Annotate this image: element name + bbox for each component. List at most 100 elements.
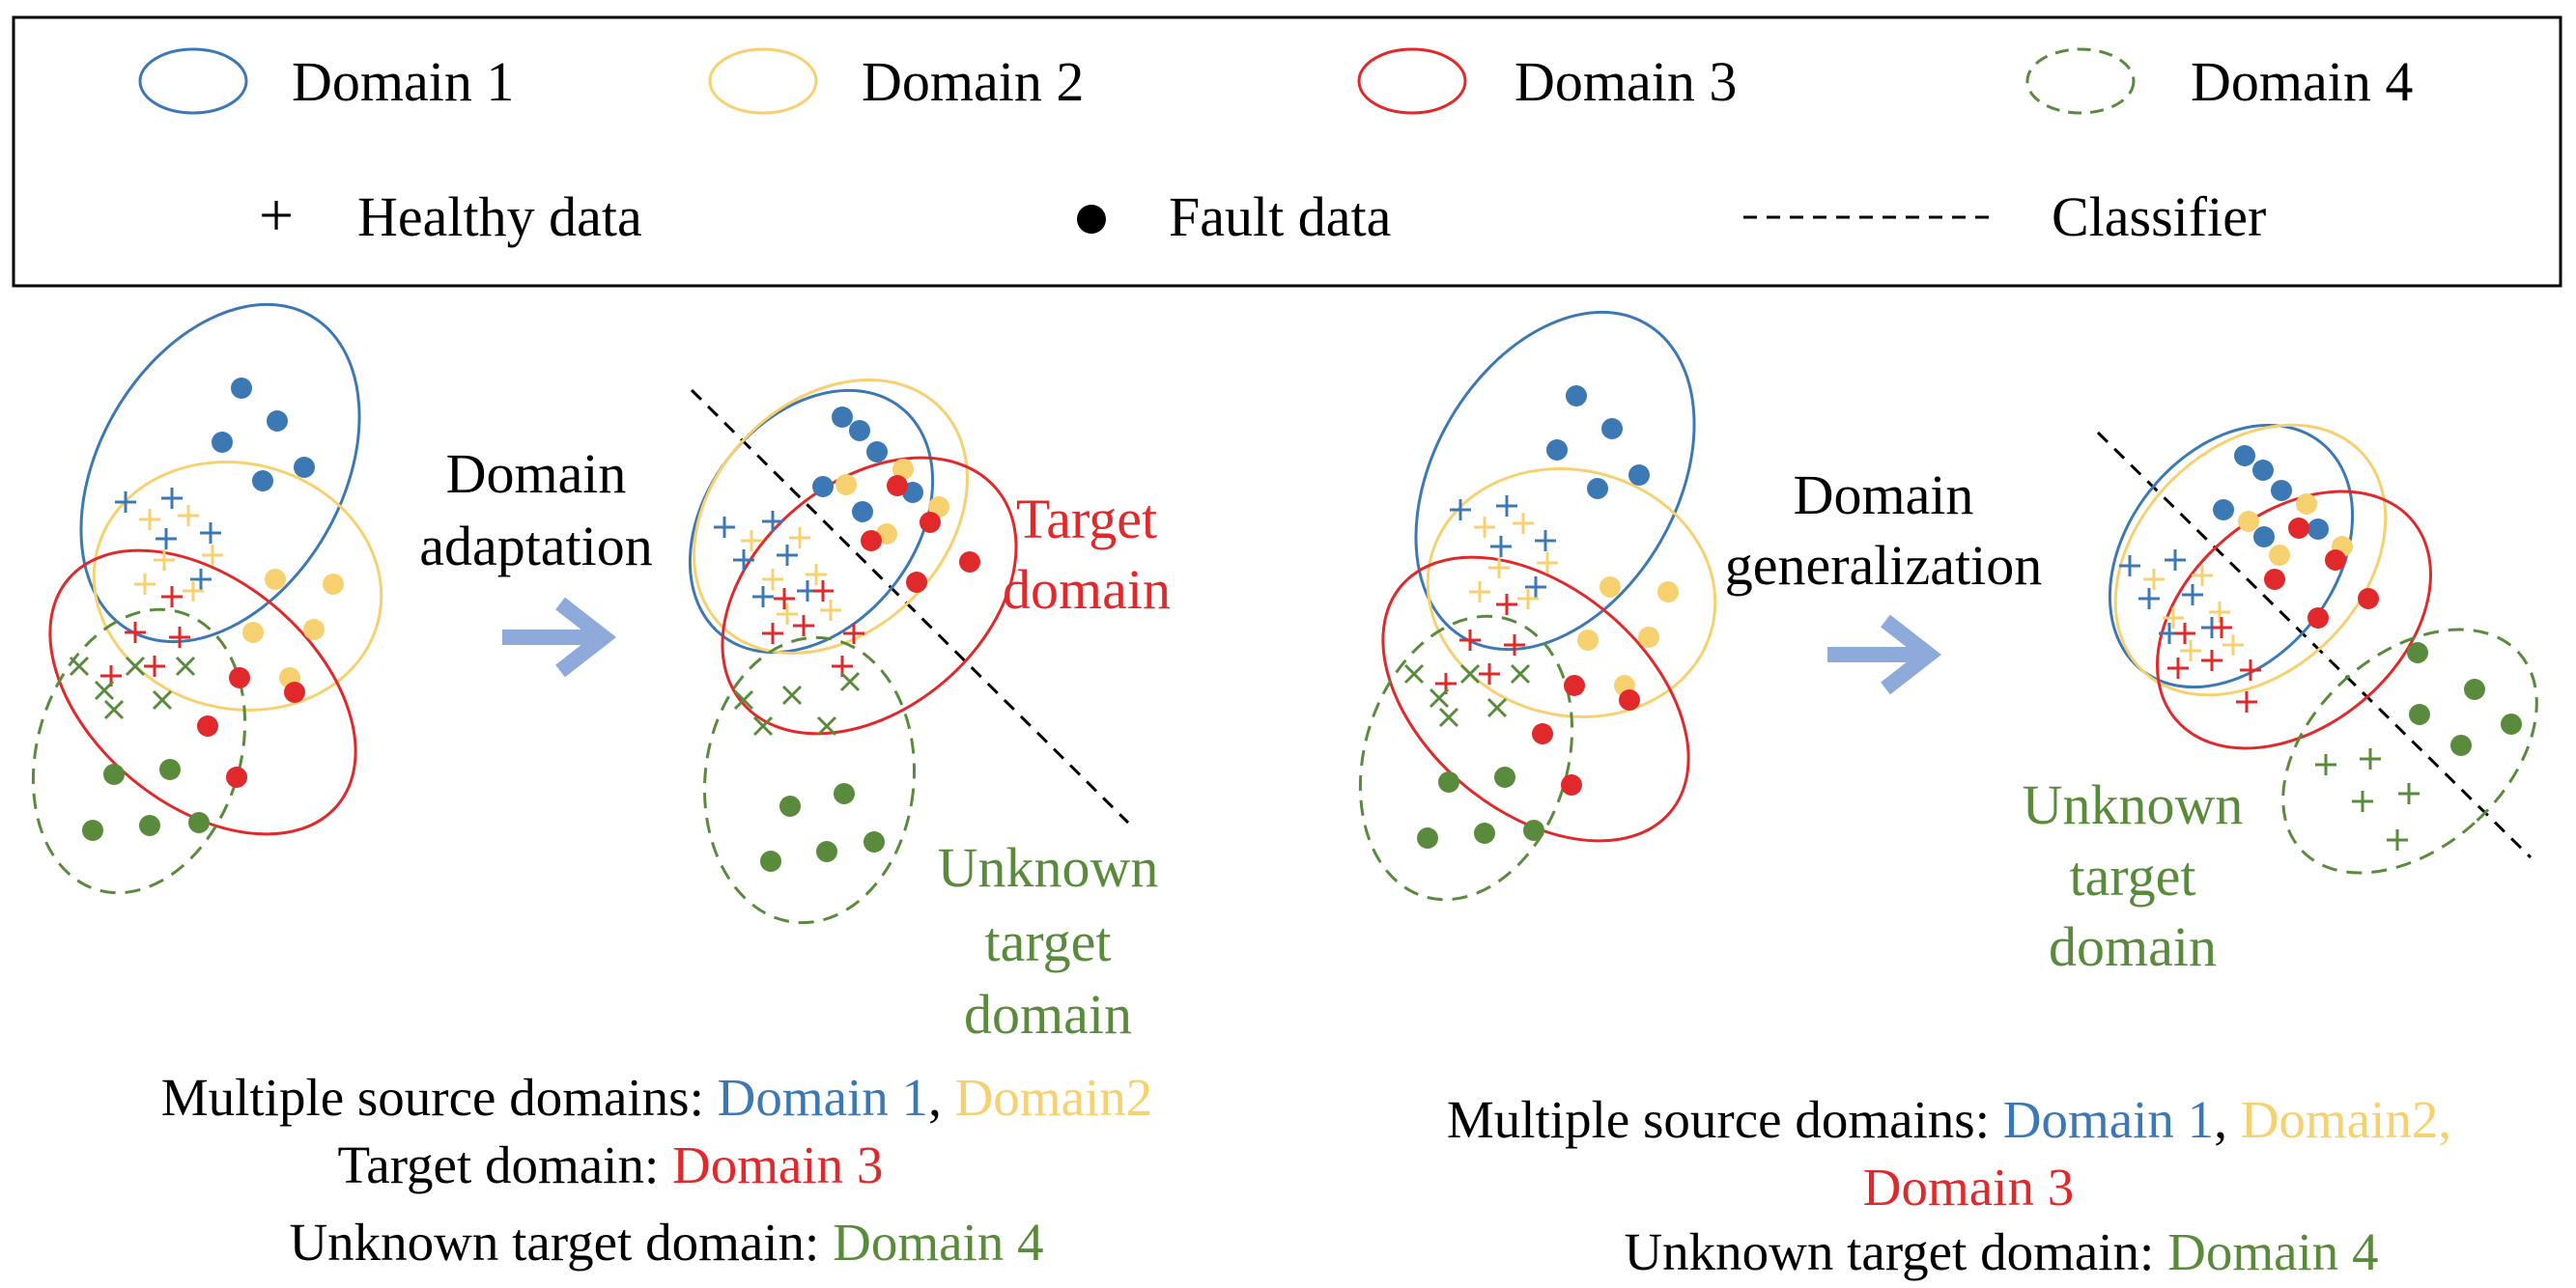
healthy-data-point-domain4 <box>733 689 754 711</box>
healthy-data-point-domain4 <box>752 715 774 737</box>
adaptation-source-cluster <box>31 302 383 895</box>
healthy-data-point-domain2 <box>2180 640 2201 661</box>
fault-data-point-domain1 <box>2234 445 2255 466</box>
fault-data-point-domain4 <box>760 851 781 872</box>
fault-data-point-domain1 <box>294 457 315 478</box>
healthy-data-point-domain2 <box>777 603 798 625</box>
healthy-data-point-domain2 <box>1469 581 1490 602</box>
healthy-data-point-domain4 <box>2315 754 2336 775</box>
healthy-data-point-domain3 <box>169 627 190 648</box>
healthy-data-point-domain1 <box>1535 530 1556 551</box>
fault-data-point-domain1 <box>1566 385 1587 406</box>
healthy-data-point-domain4 <box>2387 829 2408 851</box>
legend-frame <box>12 15 2562 288</box>
fault-data-point-domain3 <box>1564 675 1585 696</box>
fault-data-point-domain4 <box>2501 714 2522 735</box>
healthy-data-point-domain4 <box>152 689 173 711</box>
healthy-data-point-domain2 <box>2222 634 2244 656</box>
gen-res-domain2-ellipse <box>2113 423 2388 697</box>
healthy-data-point-domain2 <box>741 530 762 551</box>
legend-classifier-label: Classifier <box>2052 185 2266 248</box>
fault-data-point-domain2 <box>265 569 286 590</box>
gen-src-domain1-ellipse <box>1414 310 1696 652</box>
healthy-data-point-domain4 <box>1403 663 1425 685</box>
healthy-data-point-domain4 <box>69 656 90 677</box>
healthy-data-point-domain1 <box>1525 576 1546 598</box>
healthy-data-point-domain4 <box>1510 663 1531 685</box>
fault-data-point-domain3 <box>959 551 980 573</box>
fault-data-point-domain3 <box>906 572 927 593</box>
adaptation-target-label-line2: domain <box>1003 558 1171 621</box>
generalization-caption-sources: Multiple source domains: Domain 1, Domai… <box>1447 1090 2451 1149</box>
fault-data-point-domain3 <box>2358 588 2379 609</box>
healthy-data-point-domain3 <box>812 580 834 602</box>
healthy-data-point-domain3 <box>125 622 146 643</box>
fault-data-point-domain4 <box>816 841 837 862</box>
healthy-data-point-domain1 <box>762 511 783 532</box>
healthy-data-point-domain4 <box>1459 663 1481 685</box>
healthy-data-point-domain3 <box>1504 634 1525 656</box>
legend-domain2-label: Domain 2 <box>862 50 1084 113</box>
fault-data-point-domain1 <box>1628 464 1650 486</box>
fault-data-point-domain4 <box>834 783 855 804</box>
healthy-data-point-domain4 <box>839 671 861 692</box>
adaptation-unknown-label-line2: target <box>985 910 1112 973</box>
fault-data-point-domain3 <box>920 512 941 533</box>
fault-data-point-domain4 <box>1523 820 1544 841</box>
fault-data-point-domain3 <box>229 667 250 688</box>
adaptation-unknown-label-line1: Unknown <box>938 836 1159 899</box>
legend-domain4-ellipse <box>2025 47 2136 115</box>
healthy-data-point-domain3 <box>1479 663 1500 685</box>
healthy-data-point-domain3 <box>793 615 814 636</box>
healthy-data-point-domain2 <box>1517 588 1539 609</box>
healthy-data-point-domain2 <box>134 574 156 595</box>
healthy-data-point-domain4 <box>175 656 196 677</box>
fault-data-point-domain1 <box>832 406 853 428</box>
legend-healthy-label: Healthy data <box>357 185 642 248</box>
fault-data-point-domain1 <box>1601 418 1623 439</box>
gen-res-domain4-ellipse <box>2281 628 2538 875</box>
fault-data-point-domain4 <box>103 764 125 785</box>
healthy-data-point-domain2 <box>1513 513 1534 534</box>
fault-data-point-domain3 <box>1561 774 1582 796</box>
legend: Domain 1 Domain 2 Domain 3 Domain 4 + He… <box>12 15 2562 288</box>
fault-data-point-domain1 <box>1546 439 1568 461</box>
fault-data-point-domain2 <box>1599 576 1621 598</box>
adaptation-caption-sources: Multiple source domains: Domain 1, Domai… <box>161 1068 1153 1127</box>
fault-data-point-domain4 <box>2450 735 2472 756</box>
healthy-data-point-domain4 <box>94 680 115 701</box>
adaptation-target-label-line1: Target <box>1016 488 1157 550</box>
fault-data-point-domain1 <box>2307 518 2329 540</box>
fault-data-point-domain2 <box>2296 493 2317 515</box>
fault-data-point-domain1 <box>2271 480 2292 501</box>
healthy-data-point-domain3 <box>2240 659 2261 681</box>
adapt-res-domain4-ellipse <box>702 635 917 925</box>
fault-data-point-domain3 <box>226 767 247 788</box>
healthy-data-point-domain1 <box>752 586 774 607</box>
healthy-data-point-domain1 <box>2119 555 2140 576</box>
fault-data-point-domain1 <box>231 378 252 399</box>
adaptation-arrow-icon <box>502 597 617 678</box>
healthy-data-point-domain1 <box>115 491 136 513</box>
healthy-data-point-domain4 <box>2352 791 2373 812</box>
legend-domain2-ellipse <box>708 47 818 115</box>
adaptation-result-cluster <box>688 378 1130 925</box>
fault-data-point-domain3 <box>1619 689 1640 711</box>
healthy-data-point-domain1 <box>2165 549 2186 571</box>
healthy-data-point-domain2 <box>2163 607 2184 629</box>
fault-data-point-domain2 <box>1638 627 1659 648</box>
generalization-classifier-line <box>2096 431 2533 859</box>
healthy-data-point-domain2 <box>762 569 783 590</box>
healthy-data-point-domain4 <box>781 685 803 706</box>
generalization-source-cluster <box>1358 310 1717 902</box>
healthy-data-point-domain2 <box>1474 517 1495 538</box>
fault-data-point-domain4 <box>2407 642 2428 663</box>
fault-data-point-domain2 <box>242 622 264 643</box>
healthy-data-point-domain2 <box>1537 552 1558 574</box>
generalization-caption-domain3: Domain 3 <box>1863 1158 2074 1217</box>
fault-data-point-domain4 <box>1474 823 1495 844</box>
fault-data-point-domain4 <box>863 831 885 853</box>
healthy-data-point-domain2 <box>154 549 175 571</box>
panel-domain-generalization: Domain generalization Unknown target dom… <box>1358 310 2538 1281</box>
